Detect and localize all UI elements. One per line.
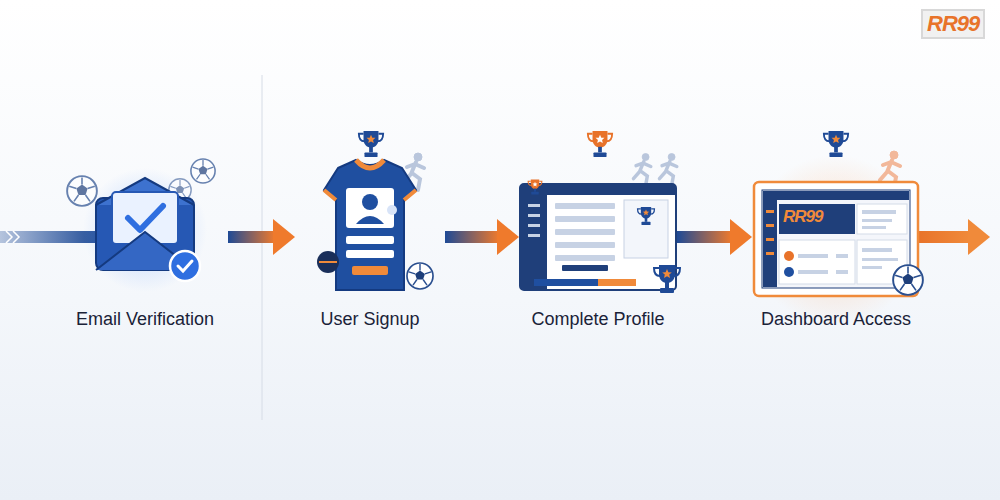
step-label: User Signup	[318, 308, 421, 330]
dashboard-brand: RR99	[783, 207, 822, 227]
step-label: Dashboard Access	[759, 308, 913, 330]
step-label: Email Verification	[74, 308, 216, 330]
step-node: Email Verification	[62, 140, 228, 336]
flow-arrow	[228, 219, 295, 255]
step-label: Complete Profile	[529, 308, 666, 330]
brand-logo: RR99	[921, 9, 985, 39]
step-node: User Signup	[295, 140, 445, 336]
step-node: Complete Profile	[519, 140, 677, 336]
step-node: Dashboard Access	[752, 140, 920, 336]
flow-arrow	[445, 219, 519, 255]
flow-arrow	[677, 219, 752, 255]
